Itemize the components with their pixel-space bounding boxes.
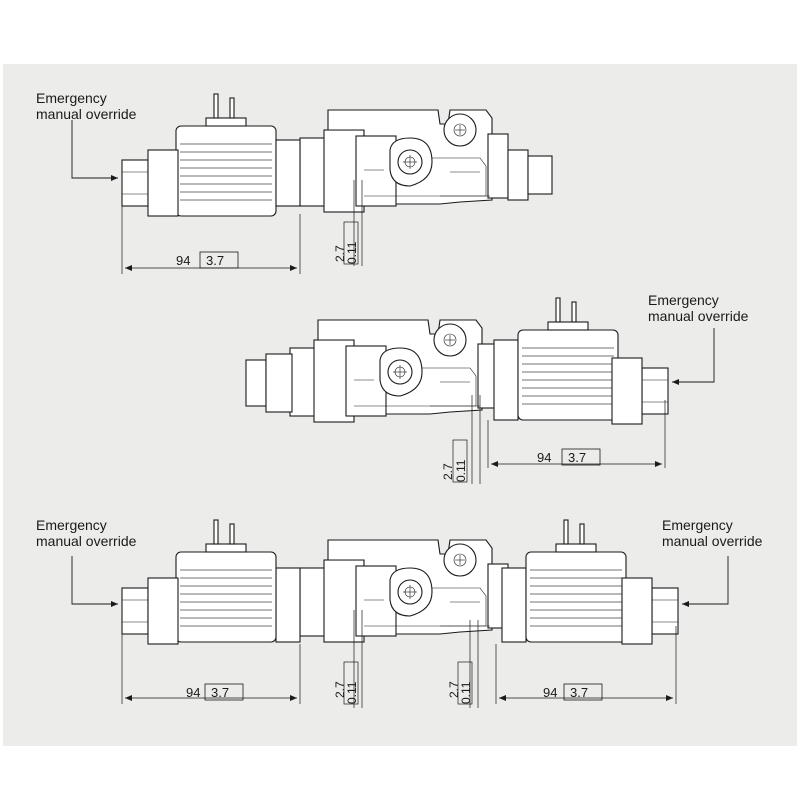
length-dim-alt-2: 3.7: [568, 450, 586, 465]
override-label-line2: manual override: [36, 106, 137, 122]
solenoid-coil-1: [175, 93, 277, 217]
override-leader-1: [71, 120, 118, 181]
override-label-line2: manual override: [662, 533, 763, 549]
override-label-line2: manual override: [648, 308, 749, 324]
override-leader-2: [672, 328, 715, 385]
override-knob-3-left: [121, 577, 179, 645]
offset-dim-1: 2.7: [333, 245, 347, 262]
offset-dim-alt-1: 0.11: [345, 241, 359, 264]
right-offset-dim: 2.7: [447, 681, 461, 698]
view-double: Emergency manual override Emergency manu…: [36, 517, 763, 708]
valve-body-2: [289, 319, 499, 423]
valve-body-1: [299, 109, 509, 213]
view-single-right: Emergency manual override 94 3.7 2.7 0.1…: [245, 292, 749, 484]
left-length-dim: 94: [186, 685, 200, 700]
left-offset-dim-alt: 0.11: [345, 681, 359, 704]
right-length-dim: 94: [543, 685, 557, 700]
override-leader-3-left: [71, 556, 118, 607]
length-dim-1: 94: [176, 253, 190, 268]
left-length-dim-alt: 3.7: [211, 685, 229, 700]
right-length-dim-alt: 3.7: [570, 685, 588, 700]
solenoid-coil-2: [517, 297, 619, 421]
override-label-line2: manual override: [36, 533, 137, 549]
view-single-left: Emergency manual override 94 3.7 2.7 0.1…: [36, 90, 553, 274]
override-knob-1: [121, 149, 179, 217]
solenoid-coil-3-right: [525, 519, 627, 643]
valve-body-3: [299, 539, 509, 643]
override-knob-3-right: [621, 577, 679, 645]
override-label-line1: Emergency: [662, 517, 733, 533]
length-dim-2: 94: [537, 450, 551, 465]
offset-dim-2: 2.7: [441, 463, 455, 480]
override-leader-3-right: [682, 556, 729, 607]
override-label-line1: Emergency: [648, 292, 719, 308]
override-label-line1: Emergency: [36, 517, 107, 533]
left-offset-dim: 2.7: [333, 681, 347, 698]
solenoid-coil-3-left: [175, 519, 277, 643]
right-offset-dim-alt: 0.11: [459, 681, 473, 704]
offset-dim-alt-2: 0.11: [454, 459, 468, 482]
override-label-line1: Emergency: [36, 90, 107, 106]
override-knob-2: [611, 357, 669, 425]
length-dim-alt-1: 3.7: [206, 253, 224, 268]
